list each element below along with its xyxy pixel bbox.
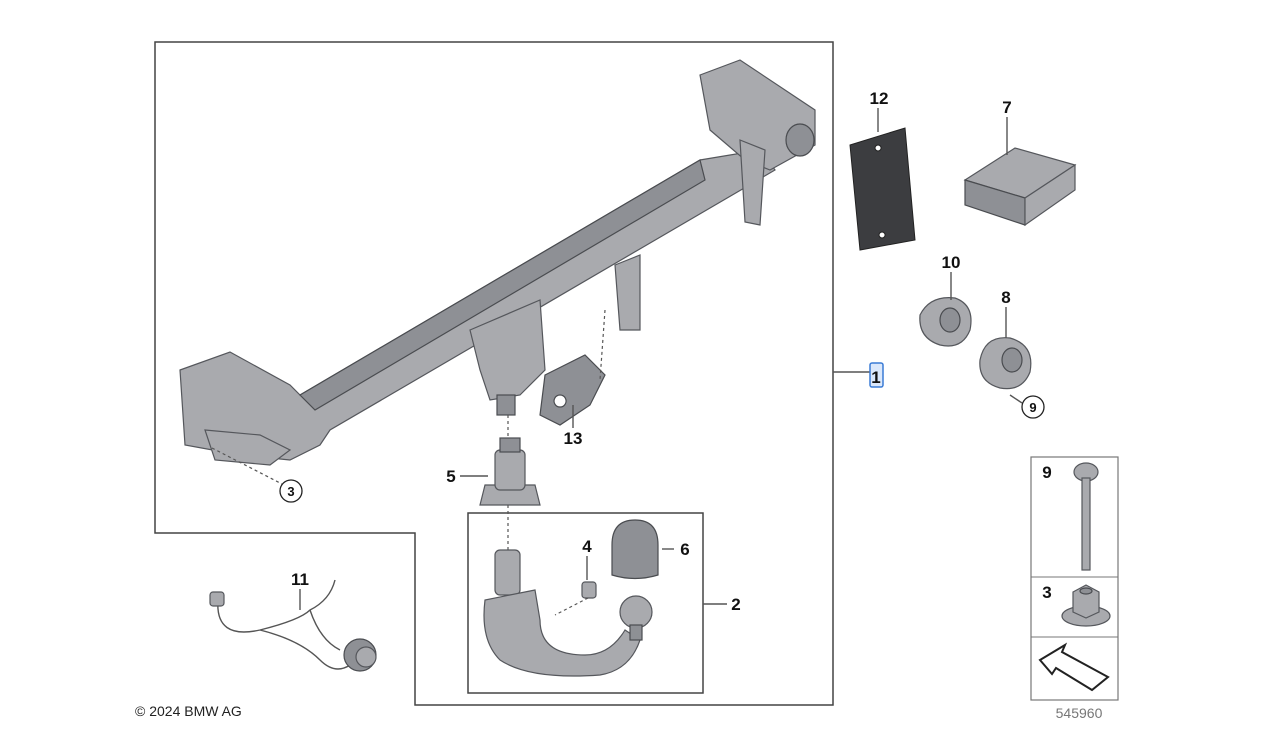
assembly-outline-2 [467, 512, 704, 694]
legend-item-9: 9 [1042, 463, 1051, 482]
callout-5[interactable]: 5 [446, 467, 455, 486]
callout-1-highlight[interactable] [869, 362, 884, 388]
callout-3[interactable]: 3 [287, 484, 294, 499]
callout-8[interactable]: 8 [1001, 288, 1010, 307]
direction-arrow-icon [1038, 642, 1110, 692]
fastener-legend-box: 9 3 [1030, 456, 1119, 701]
plate-12 [849, 127, 916, 251]
wiring-harness-11 [209, 579, 377, 672]
socket-10 [919, 297, 972, 347]
callout-12[interactable]: 12 [870, 89, 889, 108]
assembly-outline-1 [154, 41, 834, 706]
bolt-4 [554, 581, 597, 616]
copyright-text: © 2024 BMW AG [135, 703, 242, 719]
control-module-7 [963, 147, 1077, 227]
callout-3-circle [279, 479, 303, 503]
nut-icon [1061, 584, 1111, 627]
callout-13[interactable]: 13 [564, 429, 583, 448]
callout-9[interactable]: 9 [1029, 400, 1036, 415]
callout-2[interactable]: 2 [731, 595, 740, 614]
callout-6[interactable]: 6 [680, 540, 689, 559]
bolt-icon [1073, 462, 1099, 571]
callout-4[interactable]: 4 [582, 537, 592, 556]
gasket-13 [539, 354, 606, 426]
legend-item-3: 3 [1042, 583, 1051, 602]
callout-7[interactable]: 7 [1002, 98, 1011, 117]
callout-1[interactable]: 1 [871, 368, 880, 387]
cap-6 [611, 519, 659, 580]
callout-11[interactable]: 11 [291, 570, 309, 589]
diagram-number: 545960 [1056, 705, 1103, 721]
tow-bar-crossmember [179, 59, 816, 466]
callout-10[interactable]: 10 [942, 253, 961, 272]
socket-5 [479, 437, 541, 506]
leader-lines [211, 108, 1023, 610]
callout-9-circle [1021, 395, 1045, 419]
ball-neck-2 [483, 549, 653, 677]
socket-cover-8 [979, 337, 1032, 390]
